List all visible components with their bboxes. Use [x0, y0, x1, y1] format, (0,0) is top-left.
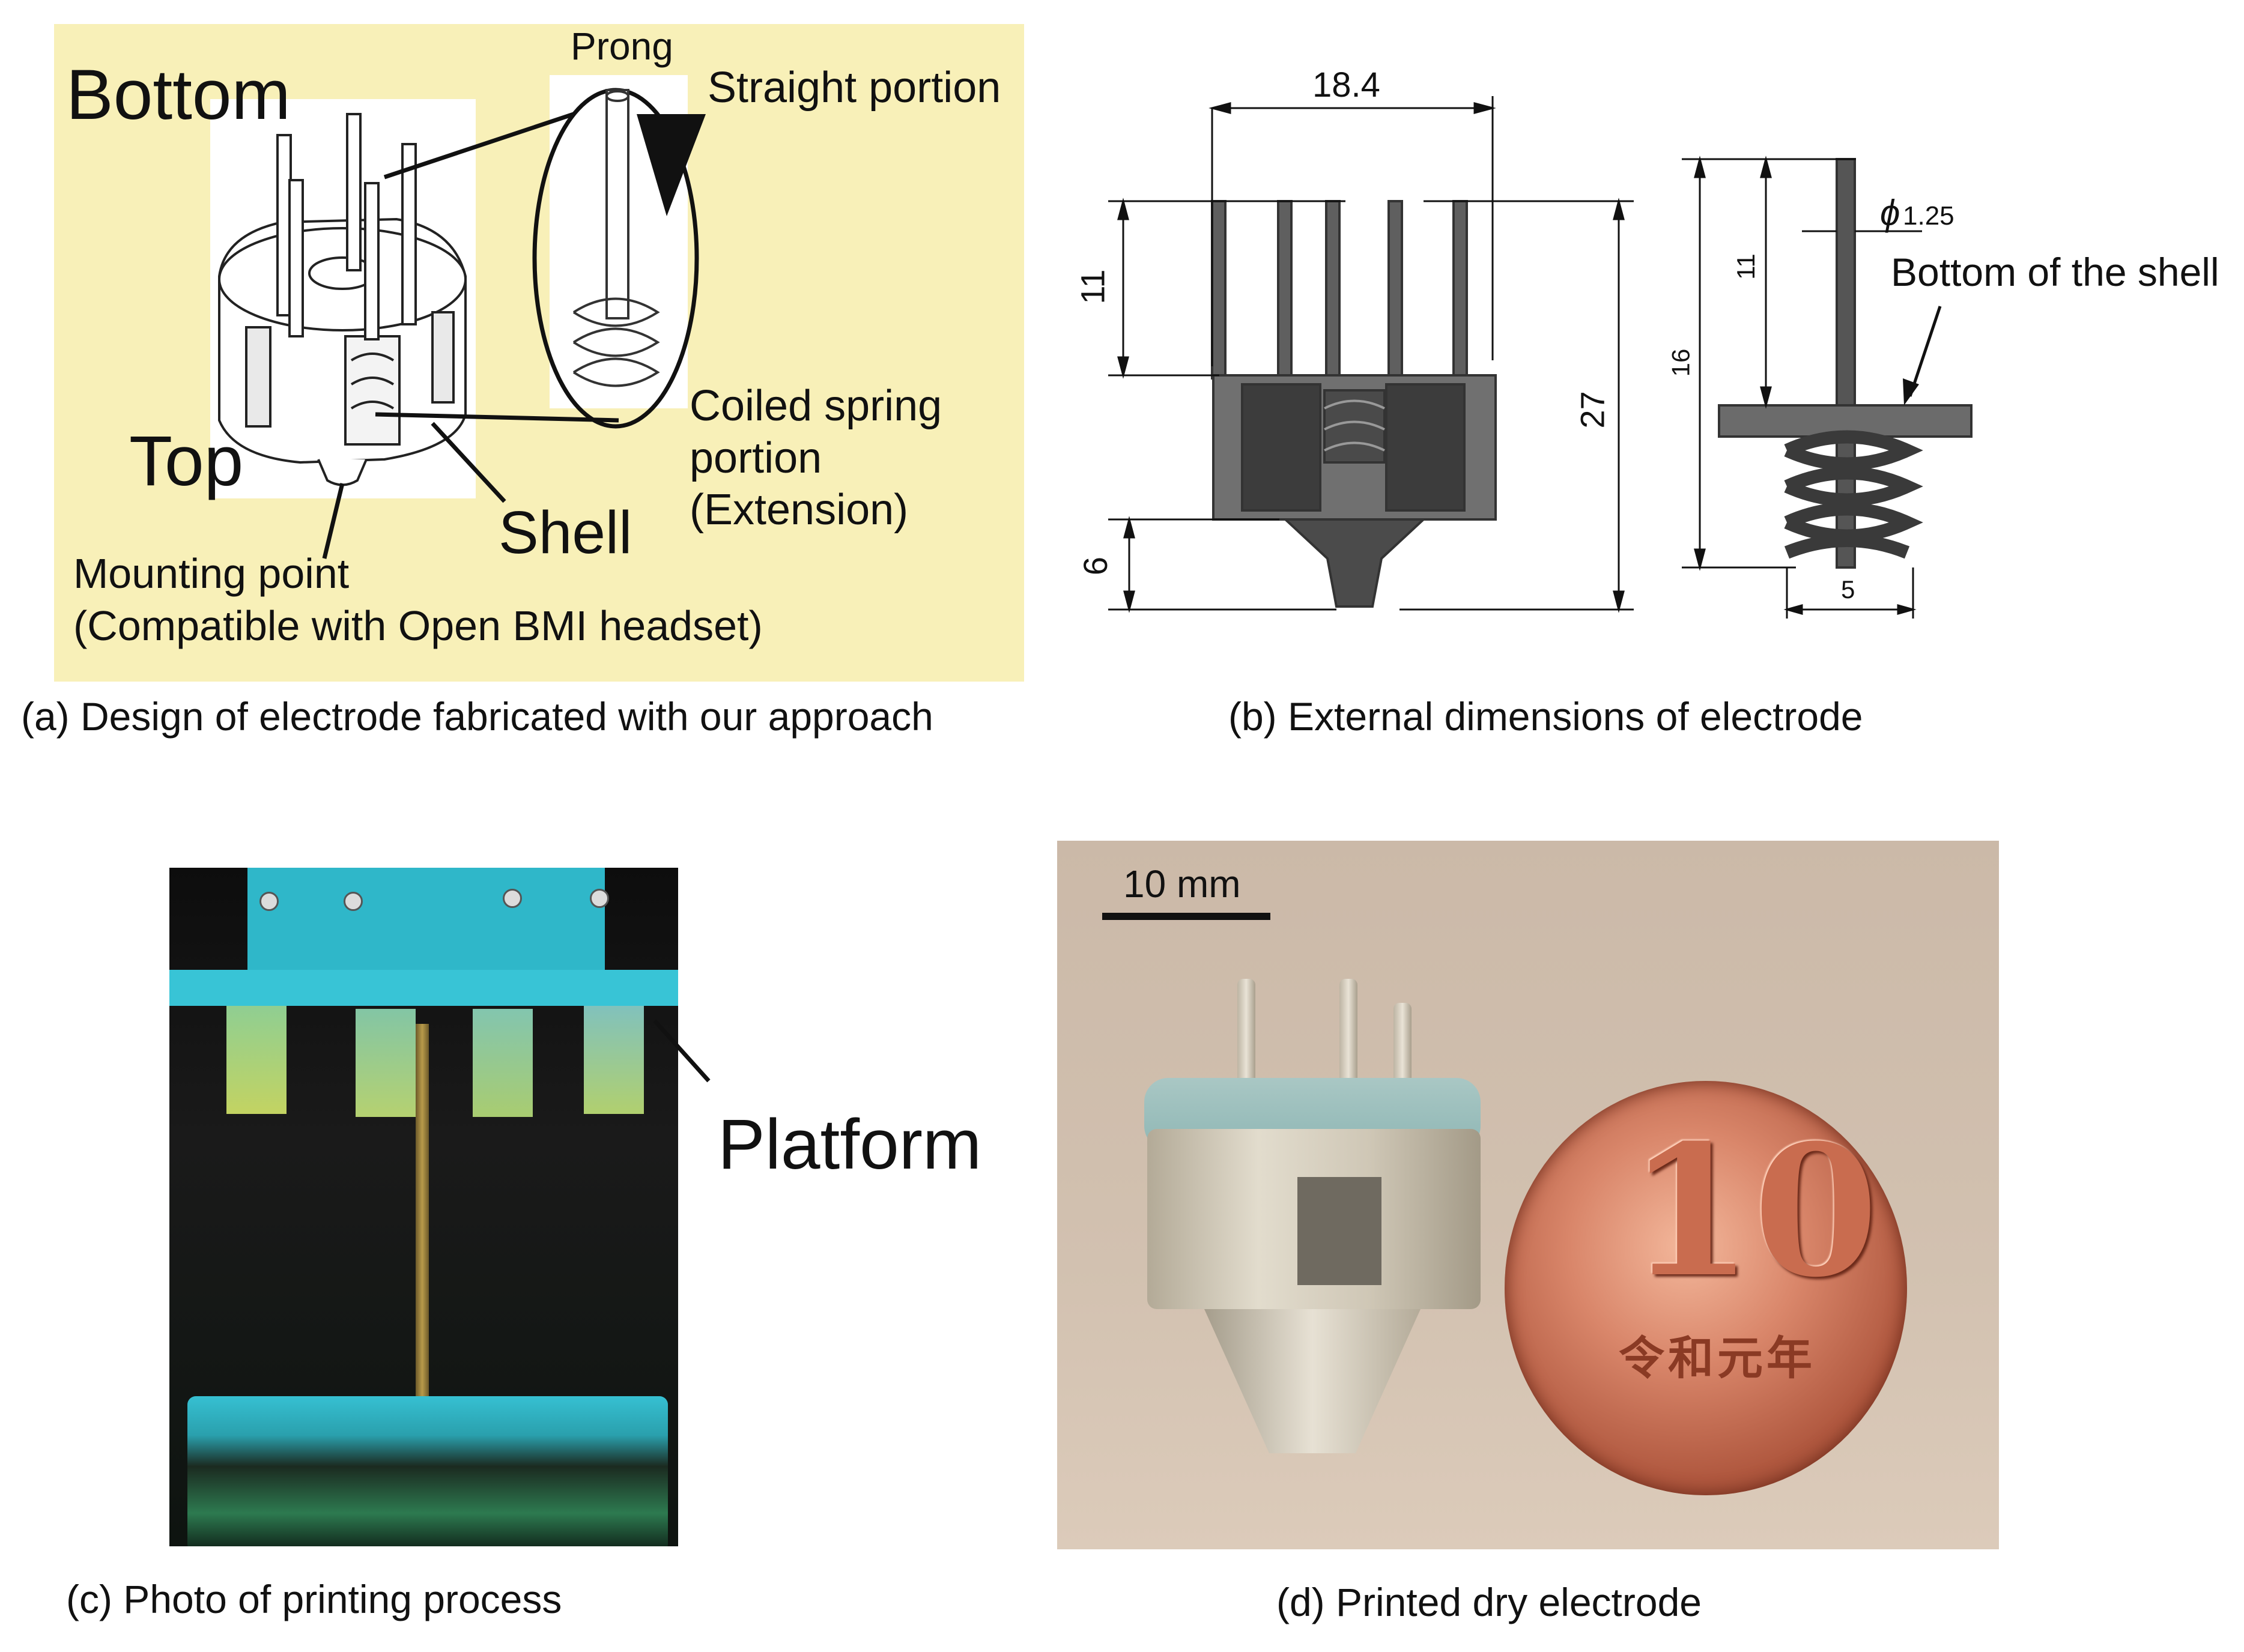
- resin-vat: [187, 1396, 668, 1546]
- front-view: [1211, 200, 1497, 608]
- printed-part-4: [584, 1006, 644, 1114]
- screw-3-icon: [503, 889, 522, 908]
- side-view: [1718, 158, 1973, 569]
- label-top: Top: [129, 422, 244, 501]
- label-prong: Prong: [571, 25, 673, 68]
- screw-4-icon: [590, 889, 609, 908]
- lead-screw: [416, 1024, 429, 1414]
- coin-inscription: 令和元年: [1619, 1331, 1816, 1385]
- scale-bar: [1102, 913, 1270, 920]
- side-dimensions: [1682, 156, 1922, 619]
- platform-plate: [169, 970, 678, 1006]
- screw-2-icon: [344, 892, 363, 911]
- electrode-window: [1297, 1177, 1381, 1285]
- zoom-prong: [572, 89, 660, 387]
- prongs: [276, 113, 417, 340]
- coin: [1505, 1081, 1907, 1495]
- front-dimensions: [1108, 96, 1634, 613]
- panel-c-photo: [169, 868, 678, 1546]
- printed-part-3: [473, 1009, 533, 1117]
- dim-diameter-symbol: ϕ: [1880, 193, 1900, 233]
- label-bottom-of-shell: Bottom of the shell: [1891, 250, 2219, 294]
- arrow-shell-icon: [1903, 378, 1919, 405]
- printer-head: [247, 868, 605, 973]
- screw-1-icon: [259, 892, 279, 911]
- dim-width: 18.4: [1312, 65, 1380, 104]
- caption-b: (b) External dimensions of electrode: [1228, 694, 1863, 739]
- label-platform: Platform: [718, 1105, 982, 1184]
- coin-value: 10: [1628, 1105, 1879, 1317]
- label-mounting-point: Mounting point: [73, 550, 350, 597]
- printed-part-2: [356, 1009, 416, 1117]
- electrode-cone: [1204, 1309, 1421, 1453]
- caption-c: (c) Photo of printing process: [66, 1577, 562, 1621]
- panel-d-photo: 10 mm 10 令和元年: [1057, 841, 1999, 1549]
- label-coiled-spring-2: portion: [690, 434, 822, 482]
- label-mounting-compat: (Compatible with Open BMI headset): [73, 602, 763, 649]
- arrow-down-icon: [637, 114, 706, 216]
- label-coiled-spring-3: (Extension): [690, 486, 909, 534]
- label-shell: Shell: [499, 499, 632, 566]
- label-coiled-spring-1: Coiled spring: [690, 382, 942, 430]
- printed-part-1: [226, 1006, 287, 1114]
- label-bottom: Bottom: [66, 55, 291, 135]
- label-straight-portion: Straight portion: [708, 64, 1001, 112]
- caption-d: (d) Printed dry electrode: [1276, 1580, 1702, 1624]
- caption-a: (a) Design of electrode fabricated with …: [21, 694, 933, 739]
- dim-spring-width: 5: [1841, 575, 1855, 604]
- dim-diameter: 1.25: [1903, 201, 1954, 231]
- scale-label: 10 mm: [1123, 862, 1241, 906]
